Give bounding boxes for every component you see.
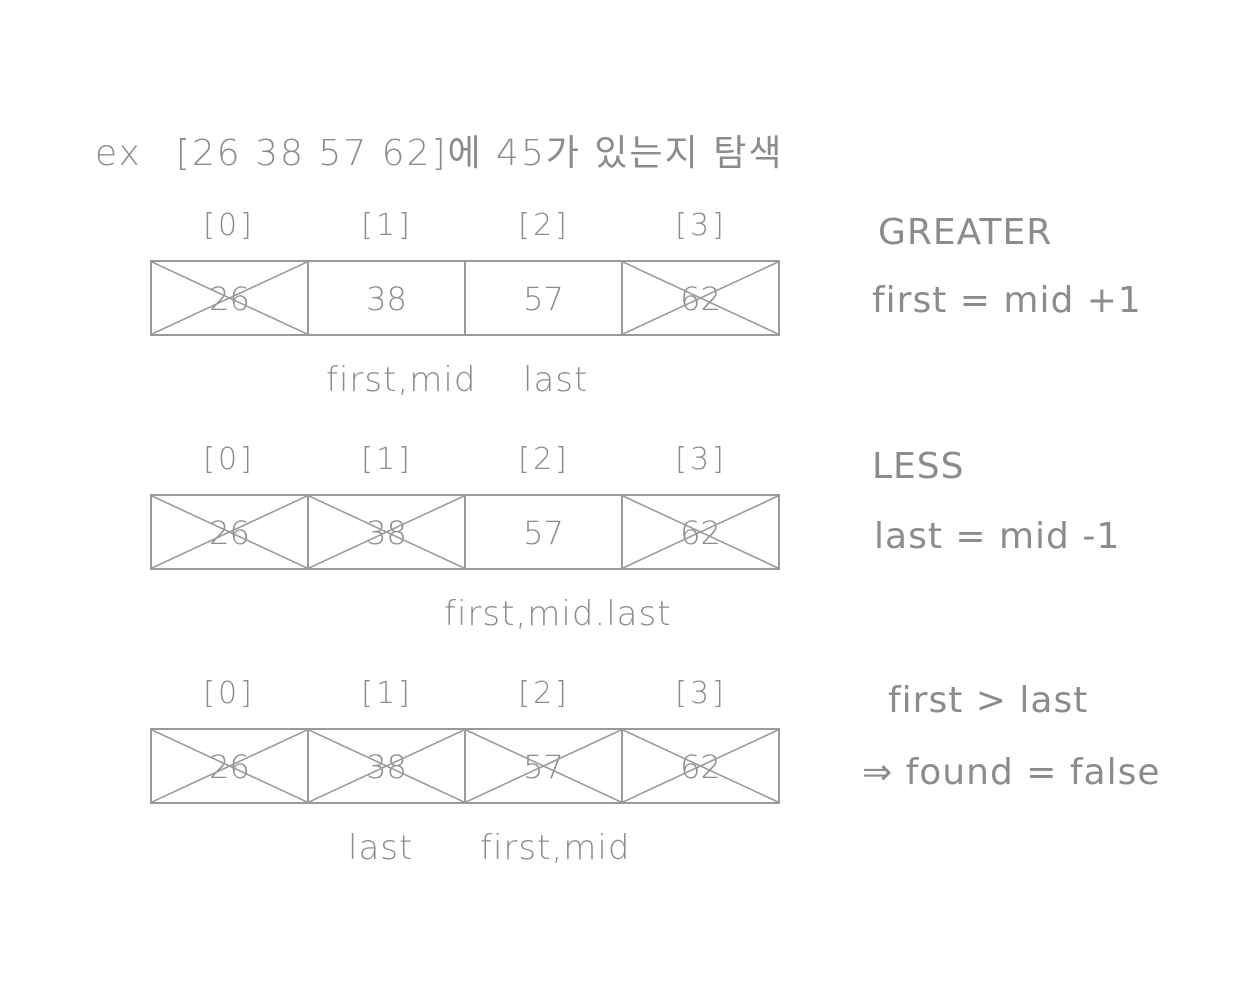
cross-line (152, 262, 307, 334)
comparison-result: GREATER (878, 212, 1053, 253)
eliminated-cross-mark (309, 730, 464, 802)
array-cell: 57 (466, 262, 623, 334)
index-label-1: [1] (361, 208, 413, 243)
index-label-0: [0] (203, 208, 255, 243)
pointer-label: last (348, 828, 414, 868)
comparison-result: LESS (872, 446, 965, 487)
cross-line (623, 730, 778, 802)
index-label-1: [1] (361, 442, 413, 477)
step-2: [0] [1] [2] [3] 26 38 57 62 first,mid.la… (0, 442, 1259, 652)
eliminated-cross-mark (152, 496, 307, 568)
pointer-update: first = mid +1 (872, 280, 1142, 321)
array-cell: 62 (623, 730, 778, 802)
index-label-3: [3] (675, 676, 727, 711)
array-cells: 26 38 57 62 (150, 260, 780, 336)
cell-value: 26 (209, 748, 250, 786)
array-cell: 26 (152, 262, 309, 334)
index-label-0: [0] (203, 442, 255, 477)
cell-value: 26 (209, 280, 250, 318)
cell-value: 57 (523, 514, 564, 552)
index-label-3: [3] (675, 208, 727, 243)
cross-line (152, 496, 307, 568)
array-cell: 62 (623, 262, 778, 334)
example-array: [26 38 57 62] (175, 133, 448, 174)
cell-value: 26 (209, 514, 250, 552)
eliminated-cross-mark (152, 262, 307, 334)
cross-line (623, 496, 778, 568)
pointer-update: last = mid -1 (874, 516, 1121, 557)
array-cell: 62 (623, 496, 778, 568)
step-1: [0] [1] [2] [3] 26 38 57 62 first,mid la… (0, 208, 1259, 418)
step-3: [0] [1] [2] [3] 26 38 57 62 last first,m… (0, 676, 1259, 886)
pointer-label: first,mid (480, 828, 631, 868)
eliminated-cross-mark (623, 730, 778, 802)
array-cell: 38 (309, 730, 466, 802)
index-label-0: [0] (203, 676, 255, 711)
cell-value: 57 (523, 280, 564, 318)
eliminated-cross-mark (623, 262, 778, 334)
eliminated-cross-mark (152, 730, 307, 802)
array-cell: 38 (309, 496, 466, 568)
index-label-2: [2] (518, 208, 570, 243)
cell-value: 38 (366, 514, 407, 552)
cell-value: 38 (366, 748, 407, 786)
array-cell: 26 (152, 496, 309, 568)
cross-line (623, 262, 778, 334)
cross-line (309, 730, 464, 802)
index-label-1: [1] (361, 676, 413, 711)
cross-line (309, 496, 464, 568)
example-question: 에 45가 있는지 탐색 (447, 133, 784, 174)
eliminated-cross-mark (623, 496, 778, 568)
example-title: ex [26 38 57 62]에 45가 있는지 탐색 (95, 124, 783, 176)
pointer-label: first,mid (326, 360, 477, 400)
array-cells: 26 38 57 62 (150, 494, 780, 570)
cell-value: 62 (680, 748, 721, 786)
array-cells: 26 38 57 62 (150, 728, 780, 804)
cell-value: 62 (680, 280, 721, 318)
cross-line (466, 730, 621, 802)
comparison-result: first > last (888, 680, 1089, 721)
pointer-label: first,mid.last (444, 594, 672, 634)
pointer-update: ⇒ found = false (862, 752, 1161, 793)
index-label-2: [2] (518, 676, 570, 711)
cell-value: 57 (523, 748, 564, 786)
array-cell: 38 (309, 262, 466, 334)
cell-value: 38 (366, 280, 407, 318)
index-label-3: [3] (675, 442, 727, 477)
cell-value: 62 (680, 514, 721, 552)
cross-line (152, 730, 307, 802)
index-label-2: [2] (518, 442, 570, 477)
array-cell: 57 (466, 730, 623, 802)
example-prefix: ex (95, 133, 142, 174)
array-cell: 57 (466, 496, 623, 568)
pointer-label: last (523, 360, 589, 400)
eliminated-cross-mark (466, 730, 621, 802)
array-cell: 26 (152, 730, 309, 802)
eliminated-cross-mark (309, 496, 464, 568)
